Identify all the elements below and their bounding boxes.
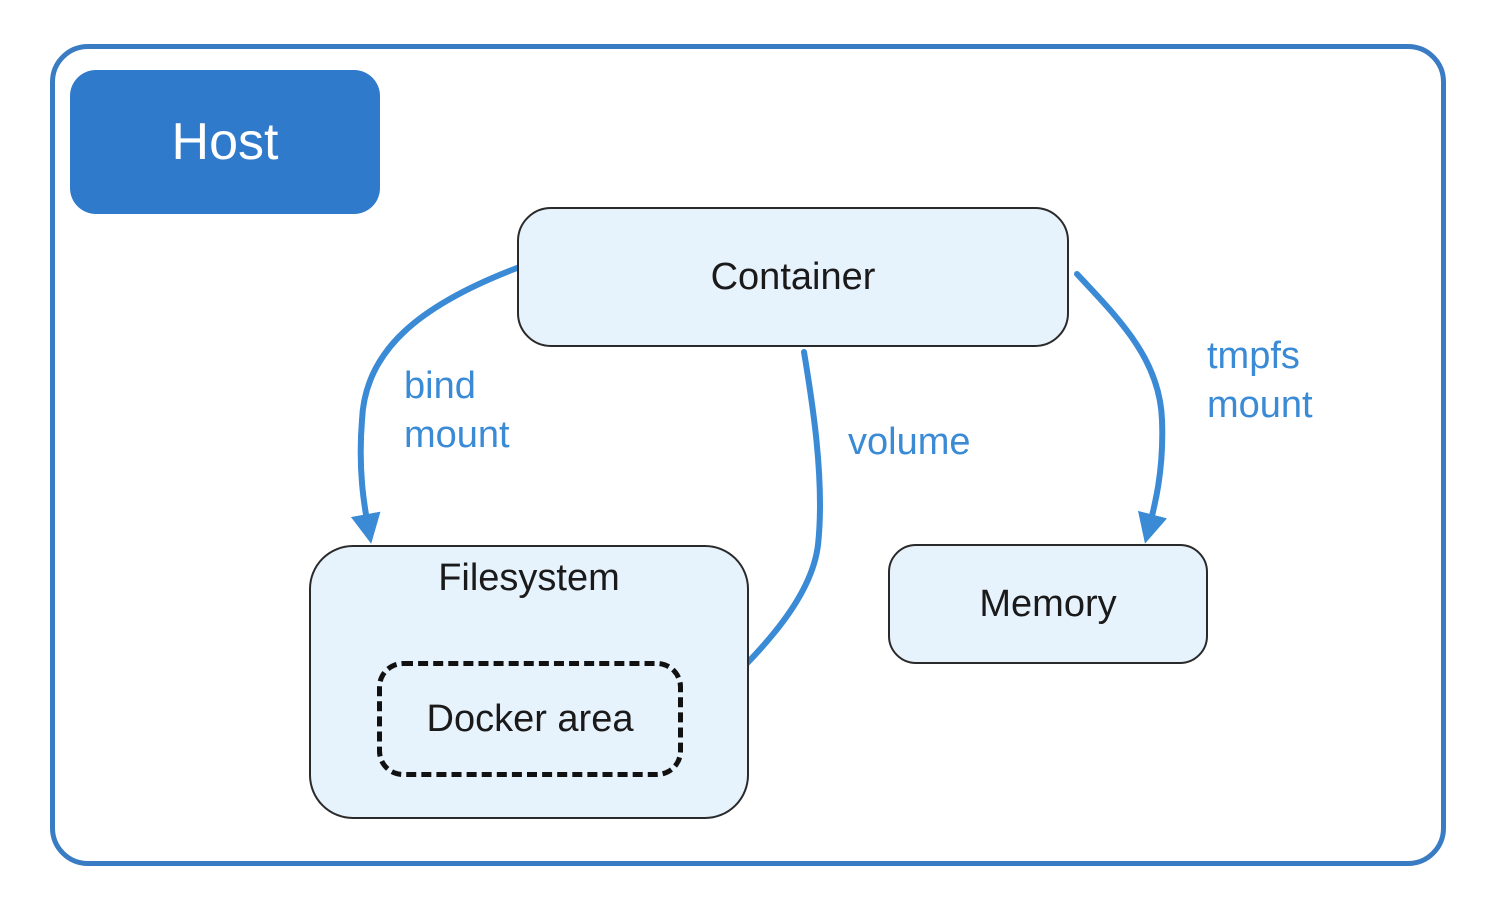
memory-node: Memory [888,544,1208,664]
volume-label: volume [848,421,971,463]
bind-mount-arrow [350,265,520,544]
tmpfs-mount-label: tmpfs mount [1207,335,1313,427]
host-label: Host [70,70,380,214]
container-node: Container [517,207,1069,347]
filesystem-node: Filesystem Docker area [309,545,749,819]
memory-label: Memory [979,582,1117,625]
filesystem-label: Filesystem [438,557,620,599]
host-frame [50,44,1446,866]
bind-mount-label: bind mount [404,365,510,457]
container-label: Container [710,255,876,298]
docker-area-label: Docker area [426,697,634,740]
tmpfs-mount-arrow [1074,271,1168,544]
docker-area-node: Docker area [377,661,683,777]
